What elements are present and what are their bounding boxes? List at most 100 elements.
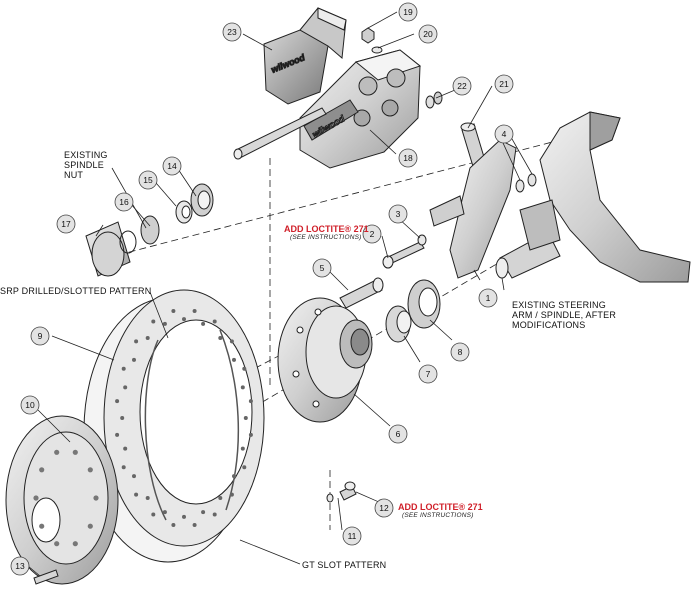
callout-18: 18 [398, 148, 418, 168]
hat-hole [72, 541, 78, 547]
drill-hole [162, 321, 167, 326]
small-hardware [361, 27, 443, 109]
drill-hole [162, 510, 167, 515]
drill-hole [115, 399, 120, 404]
callout-number: 18 [403, 153, 413, 163]
caliper: wilwood [299, 49, 422, 169]
loctite-note-upper: ADD LOCTITE® 271 (SEE INSTRUCTIONS) [284, 224, 369, 242]
drill-hole [120, 416, 125, 420]
drill-hole [121, 366, 126, 371]
callout-number: 4 [502, 129, 507, 139]
drill-hole [145, 336, 150, 340]
callout-9: 9 [30, 326, 50, 346]
rotor-drill-holes [115, 309, 253, 527]
callout-number: 5 [320, 263, 325, 273]
drill-hole [201, 510, 206, 515]
callout-17: 17 [56, 214, 76, 234]
callout-12: 12 [374, 498, 394, 518]
hat-hole [54, 449, 60, 455]
caliper-mount-bolt [233, 107, 327, 160]
drill-hole [218, 496, 223, 500]
wheel-hub [277, 297, 373, 423]
callout-number: 9 [38, 331, 43, 341]
callout-20: 20 [418, 24, 438, 44]
callout-circle [388, 204, 408, 224]
callout-circle [342, 526, 362, 546]
callout-circle [56, 214, 76, 234]
callout-8: 8 [450, 342, 470, 362]
callout-5: 5 [312, 258, 332, 278]
callout-circle [494, 74, 514, 94]
existing-spindle [495, 111, 691, 283]
drill-hole [151, 319, 156, 324]
loctite-note-lower: ADD LOCTITE® 271 (SEE INSTRUCTIONS) [398, 502, 483, 520]
hat-hole [72, 449, 78, 455]
drill-hole [212, 319, 217, 324]
loctite-note-title: ADD LOCTITE® 271 [398, 502, 483, 512]
callout-circle [138, 170, 158, 190]
callout-number: 15 [143, 175, 153, 185]
callout-number: 6 [396, 429, 401, 439]
drill-hole [123, 385, 128, 390]
callout-number: 14 [167, 161, 177, 171]
callout-number: 1 [486, 293, 491, 303]
callout-23: 23 [222, 22, 242, 42]
lower-hardware [33, 481, 357, 585]
callout-circle [222, 22, 242, 42]
drill-hole [218, 336, 223, 340]
callout-circle [388, 424, 408, 444]
callout-number: 19 [403, 7, 413, 17]
callout-1: 1 [478, 288, 498, 308]
drill-hole [243, 416, 248, 420]
callout-number: 22 [457, 81, 467, 91]
drill-hole [242, 465, 247, 470]
drill-hole [182, 317, 186, 322]
drill-hole [151, 512, 156, 517]
callout-number: 23 [227, 27, 237, 37]
hat-hole [39, 523, 45, 529]
drill-hole [134, 492, 139, 497]
callout-circle [398, 2, 418, 22]
label-gt-slot-pattern: GT SLOT PATTERN [302, 560, 387, 570]
callout-number: 7 [426, 369, 431, 379]
callout-circle [374, 498, 394, 518]
callout-circle [20, 395, 40, 415]
callout-7: 7 [418, 364, 438, 384]
hat-hole [87, 467, 93, 473]
callout-circle [312, 258, 332, 278]
callout-circle [450, 342, 470, 362]
callout-10: 10 [20, 395, 40, 415]
callout-circle [452, 76, 472, 96]
brake-pads: wilwood [263, 7, 347, 105]
drill-hole [171, 309, 176, 313]
hat-hole [87, 523, 93, 529]
drill-hole [229, 339, 234, 344]
callout-number: 3 [396, 209, 401, 219]
callout-number: 12 [379, 503, 389, 513]
callout-circle [418, 364, 438, 384]
callout-19: 19 [398, 2, 418, 22]
callout-number: 11 [348, 531, 357, 541]
loctite-note-sub: (SEE INSTRUCTIONS) [402, 512, 474, 519]
callout-number: 20 [423, 29, 433, 39]
hub-bearings [385, 279, 441, 343]
drill-hole [212, 512, 217, 517]
callout-circle [162, 156, 182, 176]
drill-hole [134, 339, 139, 344]
label-existing-steering-arm: EXISTING STEERING ARM / SPINDLE, AFTER M… [512, 300, 617, 330]
callout-number: 17 [61, 219, 71, 229]
drill-hole [240, 385, 245, 390]
callout-circle [418, 24, 438, 44]
callout-number: 10 [25, 400, 35, 410]
hat-hole [54, 541, 60, 547]
drill-hole [248, 432, 253, 437]
spindle-nut-group [85, 183, 214, 277]
drill-hole [121, 465, 126, 470]
drill-hole [192, 523, 197, 527]
drill-hole [232, 474, 236, 479]
loctite-note-sub: (SEE INSTRUCTIONS) [290, 234, 362, 241]
callout-21: 21 [494, 74, 514, 94]
callout-circle [494, 124, 514, 144]
callout-circle [478, 288, 498, 308]
